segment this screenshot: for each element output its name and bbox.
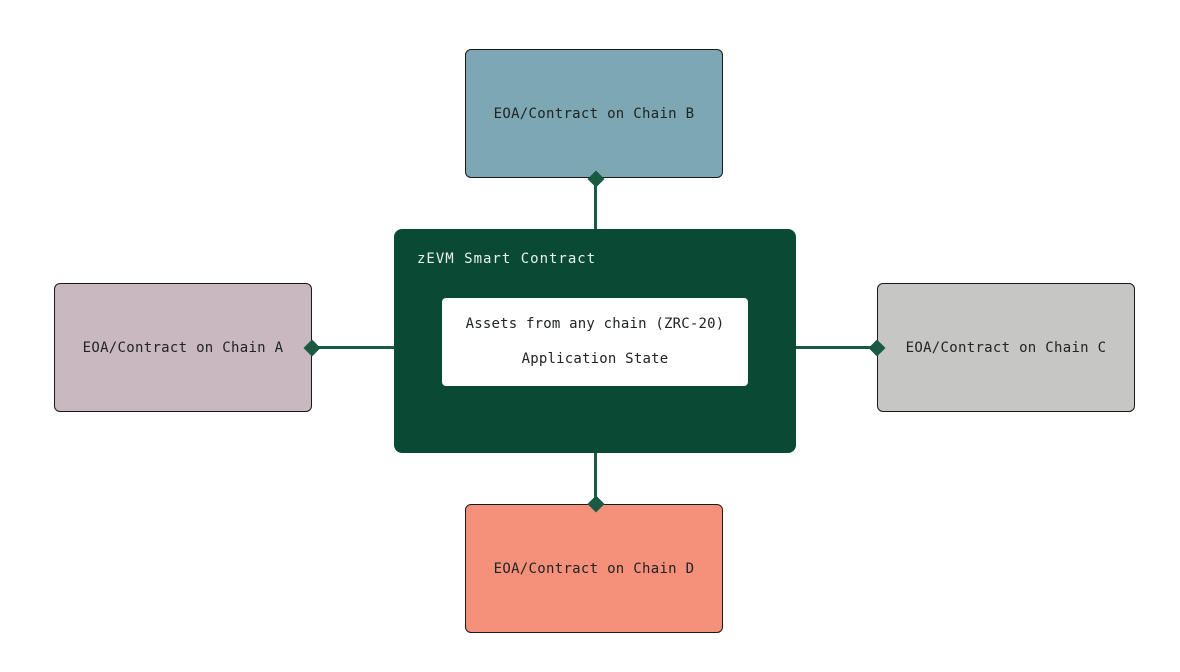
edge-zevm-to-chain-d (594, 453, 597, 505)
edge-zevm-to-chain-c (796, 346, 877, 349)
zevm-inner-box: Assets from any chain (ZRC-20) Applicati… (442, 298, 748, 386)
zevm-title: zEVM Smart Contract (417, 251, 597, 267)
node-chain-a-label: EOA/Contract on Chain A (82, 339, 284, 356)
node-chain-d-label: EOA/Contract on Chain D (493, 560, 695, 577)
node-zevm-smart-contract: zEVM Smart Contract Assets from any chai… (394, 229, 796, 453)
node-chain-c: EOA/Contract on Chain C (877, 283, 1135, 412)
node-chain-c-label: EOA/Contract on Chain C (905, 339, 1107, 356)
node-chain-b: EOA/Contract on Chain B (465, 49, 723, 178)
edge-zevm-to-chain-b (594, 179, 597, 230)
zevm-application-state-line: Application State (521, 351, 669, 367)
zevm-assets-line: Assets from any chain (ZRC-20) (465, 316, 725, 332)
node-chain-a: EOA/Contract on Chain A (54, 283, 312, 412)
edge-zevm-to-chain-a (312, 346, 394, 349)
node-chain-b-label: EOA/Contract on Chain B (493, 105, 695, 122)
node-chain-d: EOA/Contract on Chain D (465, 504, 723, 633)
